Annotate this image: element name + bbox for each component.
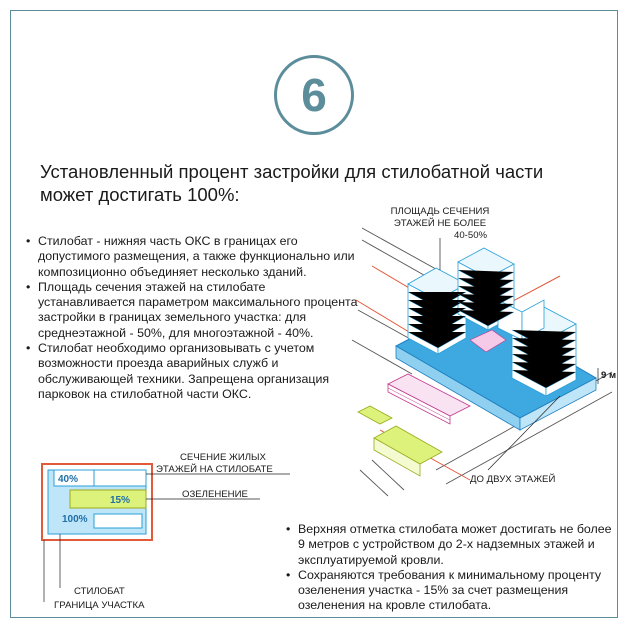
step-number: 6 [301,69,327,121]
scheme-leader-lines [43,473,290,602]
pct-green: 15% [110,495,130,506]
list-item: Стилобат - нижняя часть ОКС в границах е… [26,234,358,280]
section-rect-right [93,469,147,487]
pct-stylobate: 100% [62,514,88,525]
leader-lines [439,238,599,471]
section-area-label-line1: ПЛОЩАДЬ СЕЧЕНИЯ [391,206,490,217]
two-floors-label: ДО ДВУХ ЭТАЖЕЙ [470,473,555,485]
stylobate-side [519,377,597,431]
pct-section: 40% [58,474,78,485]
section-area-label-line3: 40-50% [454,230,488,241]
label-stylobate: СТИЛОБАТ [74,586,125,597]
lower-rect [93,513,143,529]
height-label: 9 м [601,370,616,381]
step-number-badge: 6 [274,55,354,135]
label-section-line1: СЕЧЕНИЕ ЖИЛЫХ [180,452,267,463]
label-green: ОЗЕЛЕНЕНИЕ [182,489,248,500]
label-boundary: ГРАНИЦА УЧАСТКА [54,600,145,611]
neighbor-building-yellow [357,405,443,477]
list-item: Сохраняются требования к минимальному пр… [286,568,618,614]
page-frame [10,10,618,618]
list-item: Площадь сечения этажей на стилобате уста… [26,280,358,341]
page-headline: Установленный процент застройки для стил… [40,161,544,205]
list-item: Стилобат необходимо организовывать с уче… [26,341,358,402]
plot-boundary-rect [41,463,153,541]
green-roof-pink [469,329,507,353]
section-area-label-line2: ЭТАЖЕЙ НЕ БОЛЕЕ [394,217,486,229]
left-bullet-list: Стилобат - нижняя часть ОКС в границах е… [26,234,358,402]
right-bullet-list: Верхняя отметка стилобата может достигат… [286,522,618,614]
green-rect [69,489,147,509]
list-item: Верхняя отметка стилобата может достигат… [286,522,618,568]
label-section-line2: ЭТАЖЕЙ НА СТИЛОБАТЕ [156,463,273,475]
floor-stripes [407,269,577,389]
